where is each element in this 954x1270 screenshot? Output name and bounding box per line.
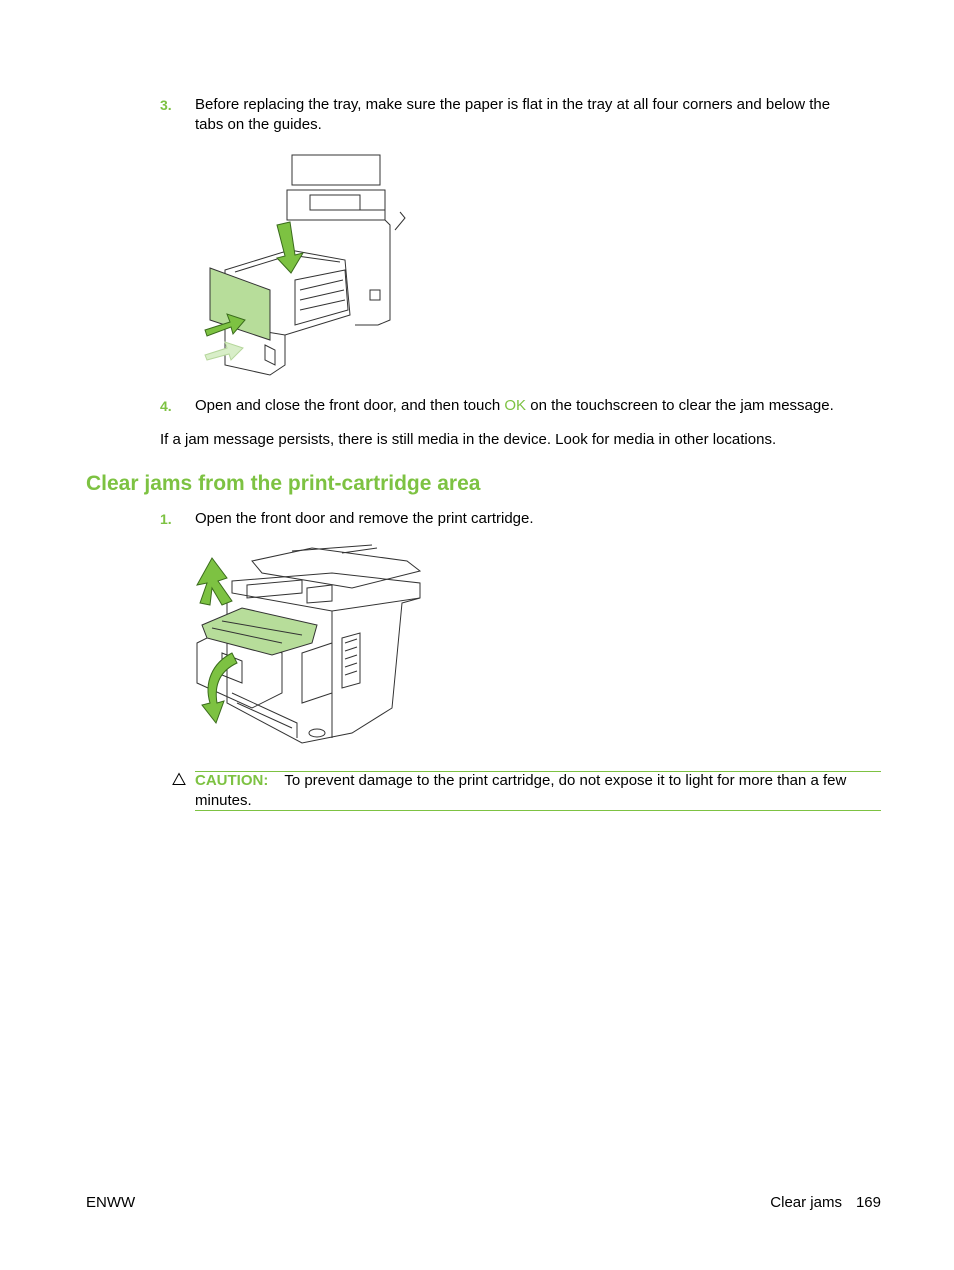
- paper-tray-illustration: [204, 154, 406, 376]
- jam-persists-paragraph: If a jam message persists, there is stil…: [160, 431, 777, 448]
- step-1-number: 1.: [160, 511, 172, 527]
- footer-left: ENWW: [86, 1194, 136, 1211]
- caution-top-rule: [195, 771, 881, 772]
- section-heading: Clear jams from the print-cartridge area: [86, 472, 481, 495]
- step-3-number: 3.: [160, 97, 172, 113]
- step-4-text: Open and close the front door, and then …: [195, 396, 915, 416]
- ok-button-reference: OK: [504, 397, 527, 414]
- caution-line-2: minutes.: [195, 792, 252, 809]
- caution-text-block: CAUTION: To prevent damage to the print c…: [195, 771, 895, 811]
- caution-bottom-rule: [195, 810, 881, 811]
- step-3-line-2: tabs on the guides.: [195, 116, 322, 133]
- caution-triangle-icon: [172, 772, 186, 785]
- step-3-line-1: Before replacing the tray, make sure the…: [195, 96, 831, 113]
- page-number: 169: [855, 1194, 881, 1211]
- print-cartridge-illustration: [196, 544, 422, 744]
- step-4-text-after: on the touchscreen to clear the jam mess…: [526, 397, 834, 414]
- step-3-text: Before replacing the tray, make sure the…: [195, 95, 895, 135]
- footer-section-label: Clear jams: [770, 1194, 842, 1211]
- caution-line-1: To prevent damage to the print cartridge…: [284, 772, 847, 789]
- step-1-text: Open the front door and remove the print…: [195, 510, 534, 527]
- step-4-text-before: Open and close the front door, and then …: [195, 397, 505, 414]
- footer-right: Clear jams 169: [770, 1194, 881, 1211]
- step-4-number: 4.: [160, 398, 172, 414]
- caution-label: CAUTION:: [195, 772, 269, 789]
